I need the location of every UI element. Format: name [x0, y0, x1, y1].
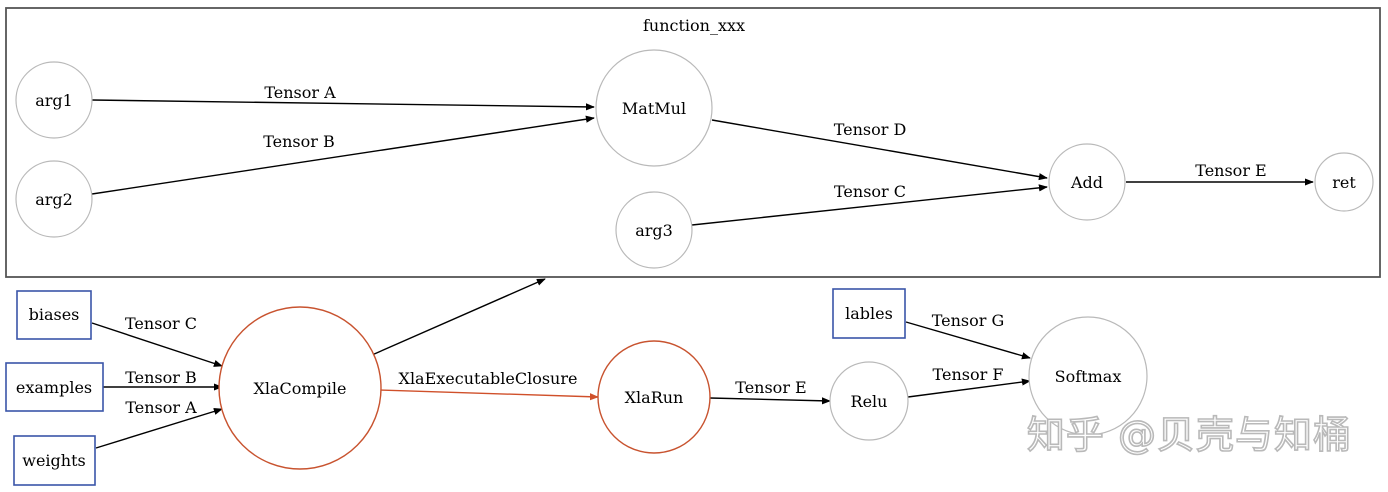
- node-matmul: MatMul: [595, 49, 713, 167]
- node-examples: examples: [5, 362, 104, 412]
- svg-text:ret: ret: [1332, 173, 1356, 192]
- node-arg1: arg1: [15, 61, 93, 139]
- edge-label-add-ret: Tensor E: [1195, 161, 1266, 180]
- edge-label-relu-softmax: Tensor F: [933, 365, 1004, 384]
- edge-label-matmul-add: Tensor D: [834, 120, 907, 139]
- svg-text:Relu: Relu: [851, 392, 888, 411]
- watermark: 知乎 @贝壳与知桶: [1027, 413, 1352, 457]
- svg-text:MatMul: MatMul: [622, 99, 686, 118]
- edge-compile-run: [379, 389, 599, 401]
- node-arg2: arg2: [15, 160, 93, 238]
- node-weights: weights: [13, 435, 96, 486]
- svg-text:biases: biases: [29, 305, 80, 324]
- svg-text:Softmax: Softmax: [1055, 367, 1122, 386]
- svg-text:arg3: arg3: [635, 221, 673, 240]
- edge-label-weights-compile: Tensor A: [125, 398, 197, 417]
- node-add: Add: [1048, 143, 1126, 221]
- edge-relu-softmax: [907, 378, 1031, 398]
- node-lables: lables: [832, 288, 906, 339]
- edge-arg3-add: [691, 184, 1048, 226]
- svg-text:arg2: arg2: [35, 190, 73, 209]
- edge-lables-softmax: [905, 321, 1031, 360]
- svg-text:XlaRun: XlaRun: [625, 388, 684, 407]
- node-relu: Relu: [829, 361, 909, 441]
- node-ret: ret: [1314, 152, 1374, 212]
- edge-matmul-add: [711, 119, 1048, 181]
- edge-label-run-relu: Tensor E: [735, 378, 806, 397]
- edge-weights-compile: [95, 407, 223, 449]
- edge-label-arg2-matmul: Tensor B: [263, 132, 335, 151]
- edge-label-biases-compile: Tensor C: [125, 314, 197, 333]
- node-arg3: arg3: [615, 191, 693, 269]
- node-softmax: Softmax: [1028, 316, 1148, 436]
- svg-text:XlaCompile: XlaCompile: [253, 379, 346, 398]
- node-xlacompile: XlaCompile: [218, 306, 382, 470]
- node-biases: biases: [16, 290, 92, 340]
- edge-label-lables-softmax: Tensor G: [932, 311, 1005, 330]
- svg-text:weights: weights: [22, 451, 85, 470]
- edge-label-arg1-matmul: Tensor A: [264, 83, 336, 102]
- edge-arg2-matmul: [91, 115, 595, 195]
- svg-text:lables: lables: [845, 304, 893, 323]
- edge-arg1-matmul: [91, 99, 595, 111]
- edge-biases-compile: [91, 322, 223, 367]
- edge-run-relu: [709, 397, 831, 405]
- svg-text:arg1: arg1: [35, 91, 73, 110]
- edge-label-arg3-add: Tensor C: [834, 182, 906, 201]
- edge-compile-cluster: [371, 278, 546, 356]
- edge-label-compile-run: XlaExecutableClosure: [399, 369, 578, 388]
- svg-text:examples: examples: [16, 378, 92, 397]
- node-xlarun: XlaRun: [597, 340, 711, 454]
- edge-label-examples-compile: Tensor B: [125, 368, 197, 387]
- svg-text:Add: Add: [1070, 173, 1103, 192]
- cluster-title: function_xxx: [643, 16, 745, 35]
